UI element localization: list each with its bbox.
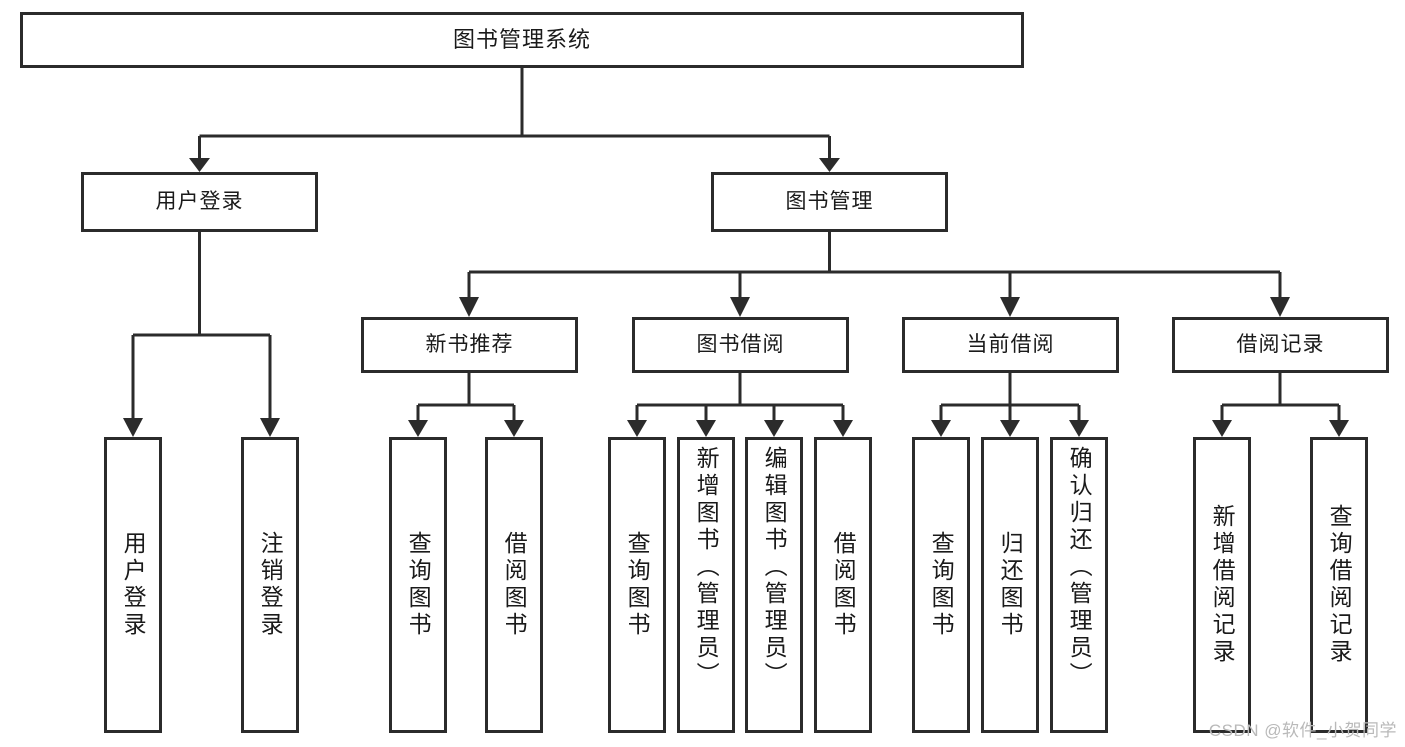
leaf-label: 用户登录 [120, 531, 147, 639]
node-label: 图书管理系统 [452, 26, 591, 52]
leaf-current-query-book[interactable]: 查询图书 [912, 437, 970, 733]
leaf-label: 确认归还（管理员） [1066, 446, 1093, 689]
leaf-user-login-logout[interactable]: 注销登录 [241, 437, 299, 733]
leaf-user-login-login[interactable]: 用户登录 [104, 437, 162, 733]
node-current-borrow[interactable]: 当前借阅 [902, 317, 1119, 373]
leaf-current-return-book[interactable]: 归还图书 [981, 437, 1039, 733]
node-book-borrow[interactable]: 图书借阅 [632, 317, 849, 373]
leaf-label: 借阅图书 [830, 531, 857, 639]
node-label: 当前借阅 [966, 333, 1055, 357]
leaf-record-add-record[interactable]: 新增借阅记录 [1193, 437, 1251, 733]
leaf-recommend-query-book[interactable]: 查询图书 [389, 437, 447, 733]
node-book-management[interactable]: 图书管理 [711, 172, 948, 232]
leaf-label: 查询图书 [928, 531, 955, 639]
leaf-label: 借阅图书 [501, 531, 528, 639]
leaf-label: 编辑图书（管理员） [761, 446, 788, 689]
leaf-recommend-borrow-book[interactable]: 借阅图书 [485, 437, 543, 733]
node-label: 图书借阅 [696, 333, 785, 357]
node-label: 新书推荐 [425, 333, 514, 357]
leaf-record-query-record[interactable]: 查询借阅记录 [1310, 437, 1368, 733]
node-borrow-record[interactable]: 借阅记录 [1172, 317, 1389, 373]
leaf-current-confirm-return-admin[interactable]: 确认归还（管理员） [1050, 437, 1108, 733]
leaf-borrow-query-book[interactable]: 查询图书 [608, 437, 666, 733]
leaf-borrow-add-book-admin[interactable]: 新增图书（管理员） [677, 437, 735, 733]
leaf-label: 查询图书 [624, 531, 651, 639]
node-user-login[interactable]: 用户登录 [81, 172, 318, 232]
node-label: 用户登录 [155, 190, 244, 214]
csdn-watermark: CSDN @软件_小贺同学 [1208, 721, 1397, 740]
leaf-label: 查询图书 [405, 531, 432, 639]
leaf-label: 注销登录 [257, 531, 284, 639]
leaf-label: 归还图书 [997, 531, 1024, 639]
leaf-label: 查询借阅记录 [1326, 504, 1353, 666]
leaf-borrow-borrow-book[interactable]: 借阅图书 [814, 437, 872, 733]
node-label: 借阅记录 [1236, 333, 1325, 357]
leaf-borrow-edit-book-admin[interactable]: 编辑图书（管理员） [745, 437, 803, 733]
node-label: 图书管理 [785, 190, 874, 214]
node-new-book-recommend[interactable]: 新书推荐 [361, 317, 578, 373]
node-root-system[interactable]: 图书管理系统 [20, 12, 1024, 68]
leaf-label: 新增借阅记录 [1209, 504, 1236, 666]
leaf-label: 新增图书（管理员） [693, 446, 720, 689]
